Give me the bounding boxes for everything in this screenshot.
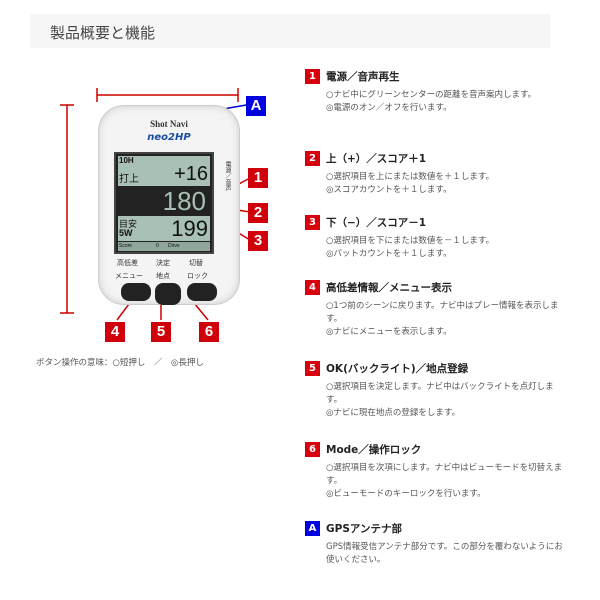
badge: 1 (305, 69, 320, 84)
page-title: 製品概要と機能 (50, 24, 156, 42)
section-title: 電源／音声再生 (326, 71, 400, 83)
callout-3: 3 (248, 231, 268, 251)
section-title: 高低差情報／メニュー表示 (326, 282, 452, 294)
button-bottom-label: ロック (187, 272, 208, 280)
callout-4: 4 (105, 322, 125, 342)
badge: 3 (305, 215, 320, 230)
desc-line: ◎ナビに現在地点の登録をします。 (326, 408, 461, 418)
section-3: 3 下（−）／スコア－1 ○選択項目を下にまたは数値を－１します。 ◎パットカウントを… (305, 212, 565, 261)
section-title: GPSアンテナ部 (326, 523, 402, 535)
badge: A (305, 521, 320, 536)
device-screen: 10H 打上 +16 180 目安 5W 199 Score 0 Drive (114, 152, 214, 254)
button-top-label: 高低差 (117, 259, 138, 267)
side-label: 電源／音声 (224, 161, 231, 191)
brand-logo: Shot Navi (150, 119, 188, 129)
section-2: 2 上（+）／スコア＋1 ○選択項目を上にまたは数値を＋１します。 ◎スコアカウントを… (305, 148, 565, 197)
button-top-label: 決定 (156, 259, 170, 267)
desc-line: GPS情報受信アンテナ部分です。この部分を覆わないようにお使いください。 (326, 542, 563, 565)
desc-line: ○選択項目を上にまたは数値を＋１します。 (326, 172, 495, 182)
drive-label: Drive (168, 243, 180, 249)
callout-6: 6 (199, 322, 219, 342)
badge: 2 (305, 151, 320, 166)
section-title: 上（+）／スコア＋1 (326, 153, 427, 165)
desc-line: ○1つ前のシーンに戻ります。ナビ中はプレー情報を表示します。 (326, 301, 559, 324)
section-title: Mode／操作ロック (326, 444, 422, 456)
section-1: 1 電源／音声再生 ○ナビ中にグリーンセンターの距離を音声案内します。 ◎電源のオン／… (305, 66, 565, 115)
row1-value: +16 (174, 163, 208, 185)
button-top-label: 切替 (189, 259, 203, 267)
callout-2: 2 (248, 203, 268, 223)
desc-line: ◎電源のオン／オフを行います。 (326, 103, 452, 113)
section-6: 6 Mode／操作ロック ○選択項目を次項にします。ナビ中はビューモードを切替えます… (305, 439, 565, 501)
section-title: OK(バックライト)／地点登録 (326, 363, 469, 375)
desc-line: ◎スコアカウントを＋１します。 (326, 185, 452, 195)
desc-line: ◎パットカウントを＋１します。 (326, 249, 452, 259)
row3-club: 5W (119, 228, 133, 238)
row3-value: 199 (171, 216, 208, 241)
callout-5: 5 (151, 322, 171, 342)
desc-line: ○選択項目を次項にします。ナビ中はビューモードを切替えます。 (326, 463, 563, 486)
menu-key[interactable] (121, 283, 151, 301)
callout-1: 1 (248, 168, 268, 188)
badge: 6 (305, 442, 320, 457)
callout-a: A (246, 96, 266, 116)
button-bottom-label: メニュー (115, 272, 143, 280)
desc-line: ○ナビ中にグリーンセンターの距離を音声案内します。 (326, 90, 537, 100)
badge: 5 (305, 361, 320, 376)
desc-line: ○選択項目を下にまたは数値を－１します。 (326, 236, 495, 246)
score-value: 0 (156, 243, 159, 249)
score-label: Score (119, 243, 133, 249)
badge: 4 (305, 280, 320, 295)
section-4: 4 高低差情報／メニュー表示 ○1つ前のシーンに戻ります。ナビ中はプレー情報を表示し… (305, 277, 565, 339)
section-a: A GPSアンテナ部 GPS情報受信アンテナ部分です。この部分を覆わないようにお使い… (305, 518, 565, 567)
section-5: 5 OK(バックライト)／地点登録 ○選択項目を決定します。ナビ中はバックライトを点… (305, 358, 565, 420)
ok-key[interactable] (155, 283, 181, 305)
hole-number: 10H (119, 156, 134, 165)
desc-line: ◎ナビにメニューを表示します。 (326, 327, 452, 337)
mode-key[interactable] (187, 283, 217, 301)
model-logo: neo2HP (147, 132, 191, 143)
gps-device: Shot Navi neo2HP 10H 打上 +16 180 目安 5W 19… (98, 105, 240, 305)
button-legend-note: ボタン操作の意味：○短押し ／ ◎長押し (36, 358, 204, 368)
desc-line: ○選択項目を決定します。ナビ中はバックライトを点灯します。 (326, 382, 554, 405)
row2-value: 180 (162, 186, 206, 216)
button-bottom-label: 地点 (156, 272, 170, 280)
section-title: 下（−）／スコア－1 (326, 217, 427, 229)
row1-label: 打上 (119, 174, 139, 185)
row3-label: 目安 (119, 219, 138, 229)
desc-line: ◎ビューモードのキーロックを行います。 (326, 489, 486, 499)
section-header: 製品概要と機能 (30, 14, 550, 48)
